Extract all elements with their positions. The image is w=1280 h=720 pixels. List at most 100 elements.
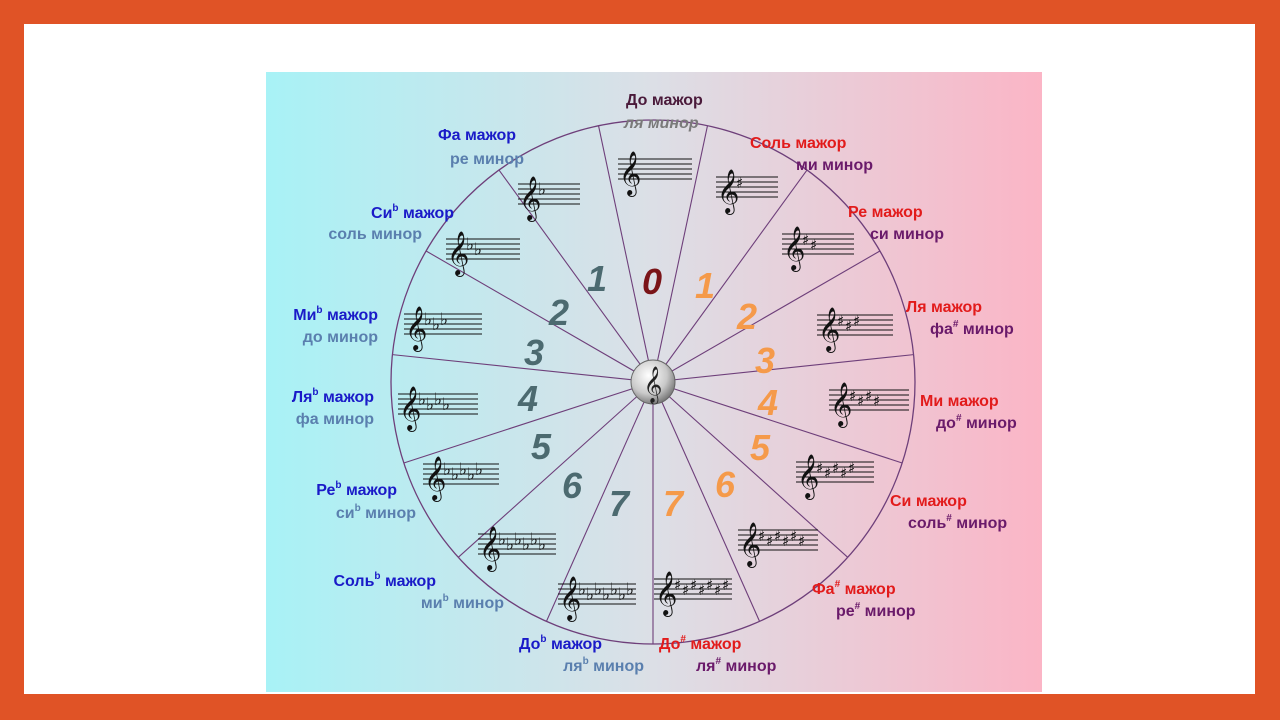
flat-sign-icon: ♭	[443, 460, 451, 480]
flat-key-signature: 𝄞♭♭	[446, 231, 520, 277]
sharp-sign-icon: ♯	[698, 581, 705, 599]
flat-sign-icon: ♭	[626, 580, 634, 600]
flat-count-number: 6	[562, 465, 583, 506]
sector-divider	[425, 250, 654, 383]
sharp-sign-icon: ♯	[810, 236, 817, 254]
sharp-sign-icon: ♯	[840, 464, 847, 482]
flat-sign-icon: ♭	[506, 535, 514, 555]
flat-sign-icon: ♭	[474, 240, 482, 260]
flat-major-label: Сиb мажор	[371, 203, 454, 222]
sharp-sign-icon: ♯	[853, 312, 860, 330]
sharp-count-number: 2	[736, 296, 757, 337]
sharp-major-label: До# мажор	[659, 634, 742, 653]
natural-key-signature: 𝄞	[618, 151, 692, 197]
top-major-label: До мажор	[626, 92, 703, 109]
sharp-sign-icon: ♯	[674, 576, 681, 594]
sharp-sign-icon: ♯	[824, 464, 831, 482]
sharp-sign-icon: ♯	[849, 387, 856, 405]
flat-sign-icon: ♭	[434, 390, 442, 410]
flat-major-label: Фа мажор	[438, 127, 516, 144]
treble-clef-icon: 𝄞	[717, 169, 739, 215]
flat-sign-icon: ♭	[424, 310, 432, 330]
flat-sign-icon: ♭	[451, 465, 459, 485]
sharp-count-number: 1	[695, 265, 715, 306]
sharp-key-signature: 𝄞♯♯♯♯♯♯♯	[654, 571, 732, 617]
sector-divider	[457, 381, 654, 558]
flat-major-label: Сольb мажор	[333, 571, 436, 590]
sector-divider	[498, 169, 654, 383]
flat-count-number: 2	[548, 292, 569, 333]
sharp-sign-icon: ♯	[782, 532, 789, 550]
treble-clef-icon: 𝄞	[479, 526, 501, 572]
sharp-sign-icon: ♯	[758, 527, 765, 545]
flat-major-label: Доb мажор	[519, 634, 602, 653]
sharp-sign-icon: ♯	[848, 459, 855, 477]
flat-sign-icon: ♭	[426, 395, 434, 415]
flat-sign-icon: ♭	[514, 530, 522, 550]
circle-of-fifths-svg: 𝄞𝄞♭𝄞♭♭𝄞♭♭♭𝄞♭♭♭♭𝄞♭♭♭♭♭𝄞♭♭♭♭♭♭𝄞♭♭♭♭♭♭♭𝄞♯𝄞♯…	[266, 72, 1042, 692]
treble-clef-icon: 𝄞	[399, 386, 421, 432]
sharp-sign-icon: ♯	[722, 576, 729, 594]
sharp-sign-icon: ♯	[845, 317, 852, 335]
sharp-count-number: 5	[750, 427, 771, 468]
flat-minor-label: ляb минор	[563, 656, 644, 675]
flat-minor-label: фа минор	[296, 411, 374, 428]
sector-divider	[597, 125, 654, 383]
sharp-major-label: Ля мажор	[906, 299, 982, 316]
flat-sign-icon: ♭	[466, 235, 474, 255]
flat-count-number: 7	[609, 483, 631, 524]
top-minor-label: ля минор	[623, 115, 699, 132]
sharp-sign-icon: ♯	[682, 581, 689, 599]
sharp-sign-icon: ♯	[873, 392, 880, 410]
flat-sign-icon: ♭	[467, 465, 475, 485]
flat-sign-icon: ♭	[432, 315, 440, 335]
sharp-sign-icon: ♯	[690, 576, 697, 594]
sector-divider	[652, 125, 709, 383]
zero-accidentals-number: 0	[642, 261, 662, 302]
flat-sign-icon: ♭	[530, 530, 538, 550]
sharp-minor-label: ре# минор	[836, 601, 916, 620]
sharp-count-number: 4	[757, 382, 778, 423]
treble-clef-icon: 𝄞	[797, 454, 819, 500]
flat-sign-icon: ♭	[538, 535, 546, 555]
flat-minor-label: до минор	[303, 329, 378, 346]
flat-key-signature: 𝄞♭♭♭♭♭	[423, 456, 499, 502]
flat-sign-icon: ♭	[418, 390, 426, 410]
sharp-major-label: Ми мажор	[920, 393, 999, 410]
sharp-minor-label: фа# минор	[930, 319, 1014, 338]
sharp-count-number: 3	[755, 340, 775, 381]
treble-clef-icon: 𝄞	[739, 522, 761, 568]
sharp-sign-icon: ♯	[798, 532, 805, 550]
sharp-count-number: 7	[663, 483, 685, 524]
flat-sign-icon: ♭	[538, 180, 546, 200]
flat-count-number: 1	[587, 258, 607, 299]
flat-minor-label: миb минор	[421, 593, 504, 612]
sharp-count-number: 6	[715, 464, 736, 505]
sharp-sign-icon: ♯	[774, 527, 781, 545]
flat-key-signature: 𝄞♭♭♭♭♭♭♭	[558, 576, 636, 622]
treble-clef-icon: 𝄞	[424, 456, 446, 502]
sharp-minor-label: ми минор	[796, 157, 873, 174]
sharp-minor-label: си минор	[870, 226, 944, 243]
flat-count-number: 5	[531, 426, 552, 467]
flat-minor-label: ре минор	[450, 151, 524, 168]
treble-clef-icon: 𝄞	[405, 306, 427, 352]
treble-clef-icon: 𝄞	[519, 176, 541, 222]
treble-clef-icon: 𝄞	[644, 365, 663, 404]
flat-minor-label: сиb минор	[336, 503, 416, 522]
flat-key-signature: 𝄞♭♭♭♭♭♭	[478, 526, 556, 572]
flat-count-number: 4	[517, 378, 538, 419]
sector-divider	[545, 381, 654, 622]
flat-key-signature: 𝄞♭♭♭♭	[398, 386, 478, 432]
flat-major-label: Реb мажор	[316, 480, 397, 499]
flat-sign-icon: ♭	[459, 460, 467, 480]
sharp-sign-icon: ♯	[766, 532, 773, 550]
sharp-key-signature: 𝄞♯♯	[782, 226, 854, 272]
flat-sign-icon: ♭	[594, 580, 602, 600]
center-hub	[630, 359, 676, 405]
sharp-major-label: Си мажор	[890, 493, 967, 510]
sector-divider	[652, 381, 903, 464]
sharp-sign-icon: ♯	[706, 576, 713, 594]
treble-clef-icon: 𝄞	[559, 576, 581, 622]
treble-clef-icon: 𝄞	[830, 382, 852, 428]
